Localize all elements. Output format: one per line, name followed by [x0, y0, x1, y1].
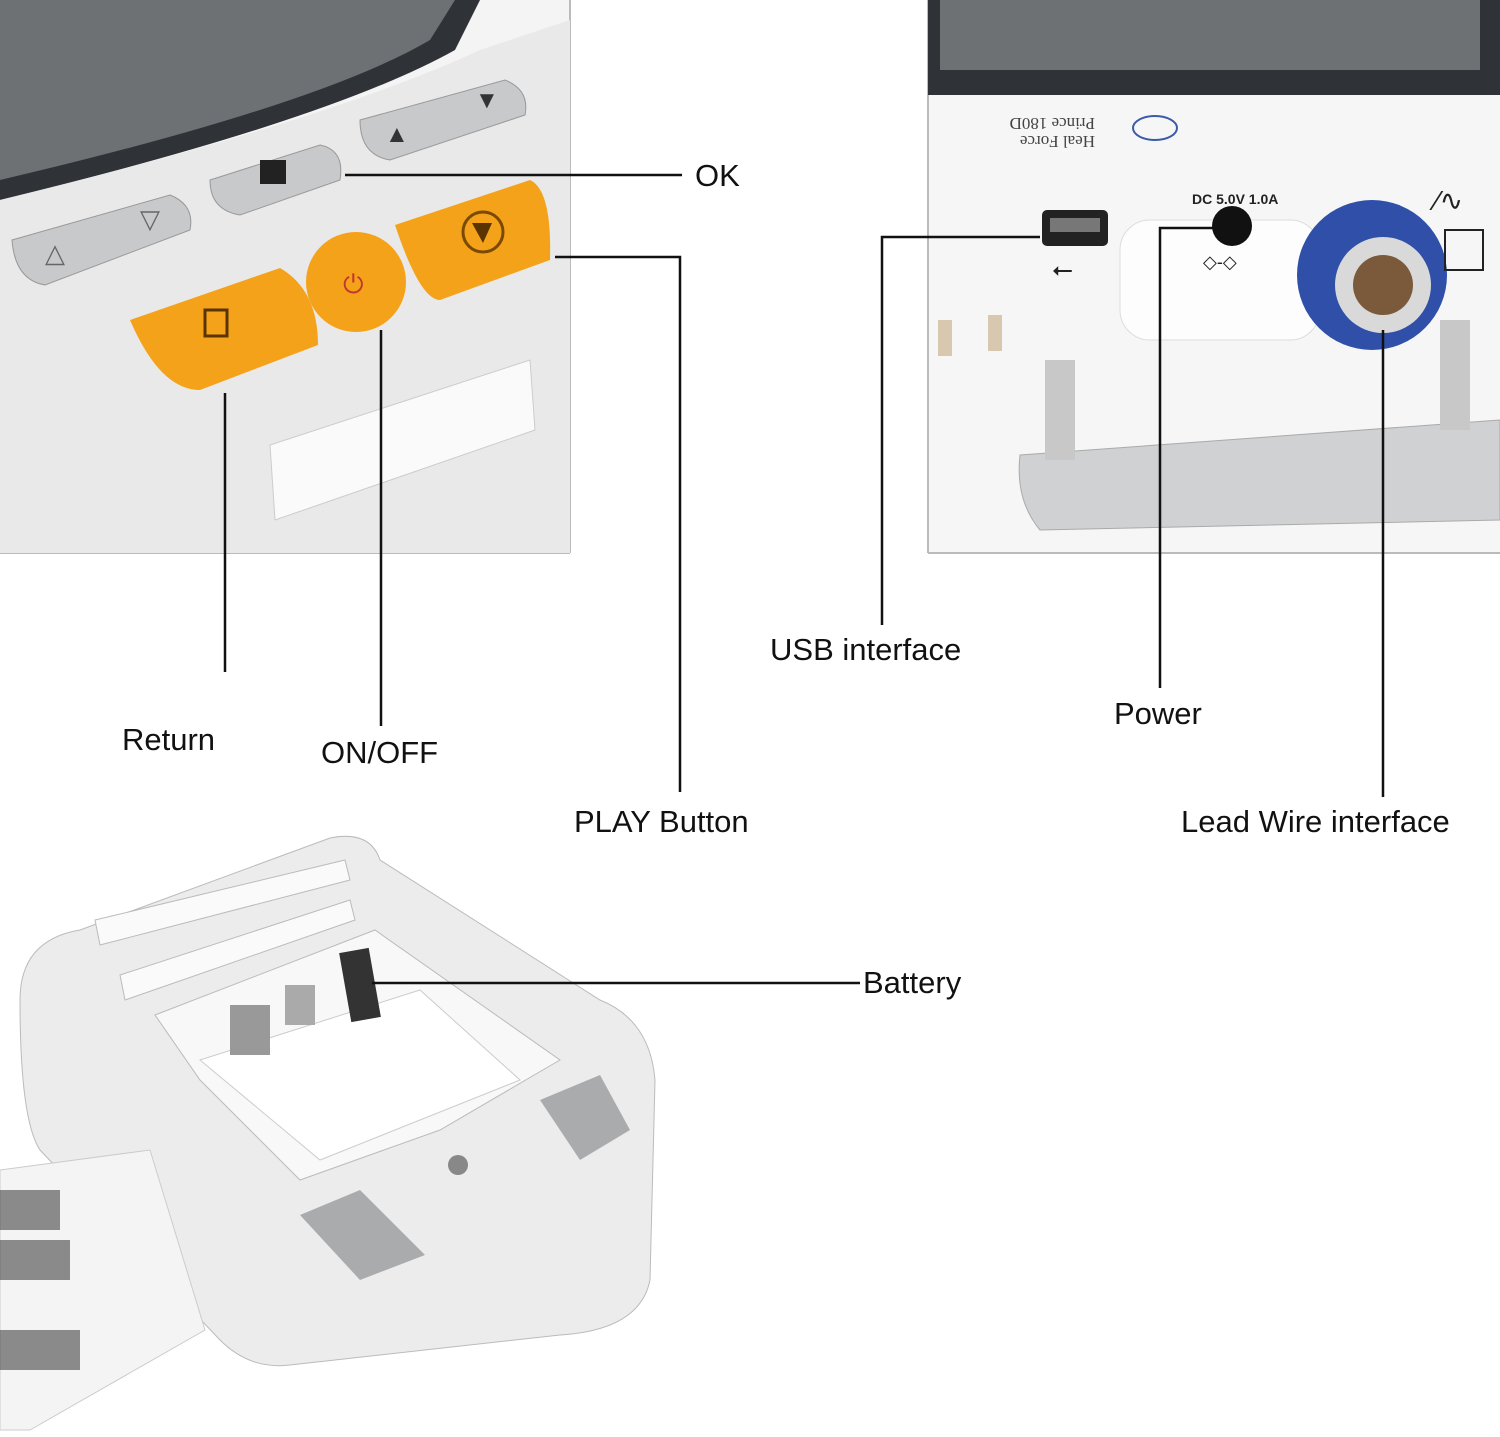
- svg-text:DC 5.0V 1.0A: DC 5.0V 1.0A: [1192, 191, 1278, 207]
- power-jack: [1212, 206, 1252, 246]
- battery-compartment-photo: [0, 835, 656, 1431]
- polarity-icon: ◇-◇: [1203, 252, 1237, 272]
- body-icon: [1444, 229, 1484, 271]
- label-return: Return: [122, 722, 216, 757]
- label-usb-interface: USB interface: [770, 632, 962, 667]
- power-button: [306, 232, 406, 332]
- front-panel-photo: △▽ ▲▼ ⏻: [0, 0, 571, 554]
- label-battery: Battery: [863, 965, 962, 1000]
- svg-text:▲: ▲: [385, 121, 409, 148]
- brand-logo-icon: [1132, 115, 1178, 141]
- play-leader: [555, 255, 682, 792]
- play-button: [395, 180, 551, 300]
- ecg-icon: ⁄∿: [1429, 185, 1463, 216]
- svg-text:Prince 180D: Prince 180D: [1010, 114, 1095, 133]
- svg-text:△: △: [45, 238, 65, 268]
- leader-lines: [223, 173, 1385, 985]
- svg-text:▽: ▽: [140, 204, 160, 234]
- down-arrow-buttons: △▽: [11, 194, 192, 286]
- label-power: Power: [1114, 696, 1202, 731]
- brand-print: Heal Force Prince 180D: [1010, 114, 1095, 151]
- label-play-button: PLAY Button: [574, 804, 749, 839]
- usb-leader: [880, 235, 1040, 625]
- ports-panel-photo: Heal Force Prince 180D ⭠ DC 5.0V 1.0A ◇-…: [927, 0, 1500, 554]
- label-on-off: ON/OFF: [321, 735, 439, 770]
- power-leader: [1158, 226, 1222, 688]
- label-ok: OK: [695, 158, 740, 193]
- ok-button: [209, 144, 342, 216]
- svg-text:⏻: ⏻: [343, 269, 364, 299]
- svg-text:▼: ▼: [475, 87, 499, 114]
- return-button: [130, 268, 318, 390]
- label-lead-wire-interface: Lead Wire interface: [1181, 804, 1450, 839]
- svg-text:Heal Force: Heal Force: [1020, 132, 1095, 151]
- usb-icon: ⭠: [1052, 254, 1073, 284]
- up-arrow-buttons: ▲▼: [359, 79, 527, 161]
